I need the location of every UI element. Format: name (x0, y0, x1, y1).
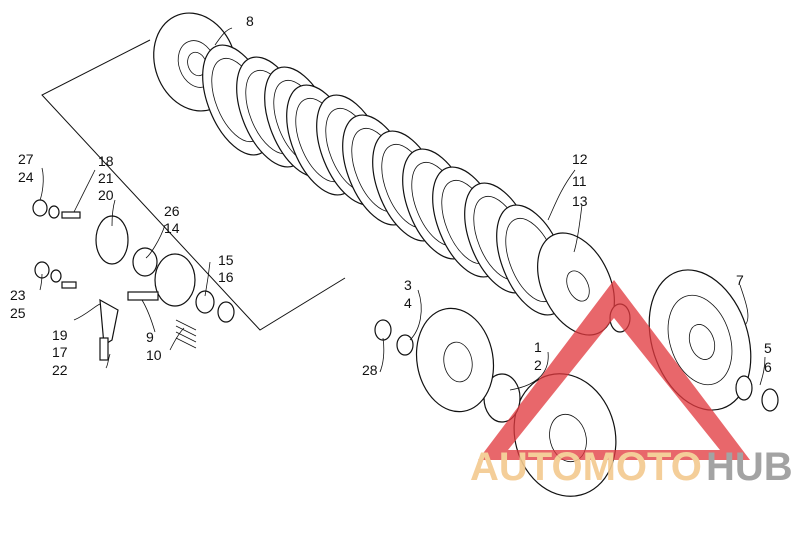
leader-lines (39, 27, 766, 391)
release-mechanism-parts (32, 199, 235, 361)
callout-labels: 8 27 24 18 21 20 26 14 15 16 23 25 19 17… (10, 13, 772, 378)
callout-7: 7 (736, 272, 744, 288)
callout-2: 2 (534, 357, 542, 373)
assembly-outline (41, 39, 346, 331)
callout-21: 21 (98, 170, 114, 186)
callout-5: 5 (764, 340, 772, 356)
callout-17: 17 (52, 344, 68, 360)
callout-10: 10 (146, 347, 162, 363)
watermark-logo: AUTOMOTO HUB (470, 280, 793, 489)
callout-24: 24 (18, 169, 34, 185)
callout-28: 28 (362, 362, 378, 378)
callout-11: 11 (572, 173, 587, 189)
callout-20: 20 (98, 187, 114, 203)
callout-26: 26 (164, 203, 180, 219)
callout-19: 19 (52, 327, 68, 343)
callout-15: 15 (218, 252, 234, 268)
watermark-text-part1: AUTOMOTO (470, 445, 702, 489)
callout-22: 22 (52, 362, 68, 378)
watermark-text-part2: HUB (706, 445, 793, 489)
callout-16: 16 (218, 269, 234, 285)
callout-23: 23 (10, 287, 26, 303)
callout-8: 8 (246, 13, 254, 29)
watermark-triangle-icon (478, 280, 750, 460)
callout-6: 6 (764, 359, 772, 375)
callout-13: 13 (572, 193, 588, 209)
clutch-plate-stack (202, 44, 568, 316)
callout-9: 9 (146, 329, 154, 345)
callout-14: 14 (164, 220, 180, 236)
clutch-hub-part (374, 307, 495, 413)
callout-1: 1 (534, 339, 542, 355)
callout-4: 4 (404, 295, 412, 311)
callout-27: 27 (18, 151, 34, 167)
callout-25: 25 (10, 305, 26, 321)
washer-parts (735, 375, 779, 412)
callout-18: 18 (98, 153, 114, 169)
callout-12: 12 (572, 151, 588, 167)
callout-3: 3 (404, 277, 412, 293)
